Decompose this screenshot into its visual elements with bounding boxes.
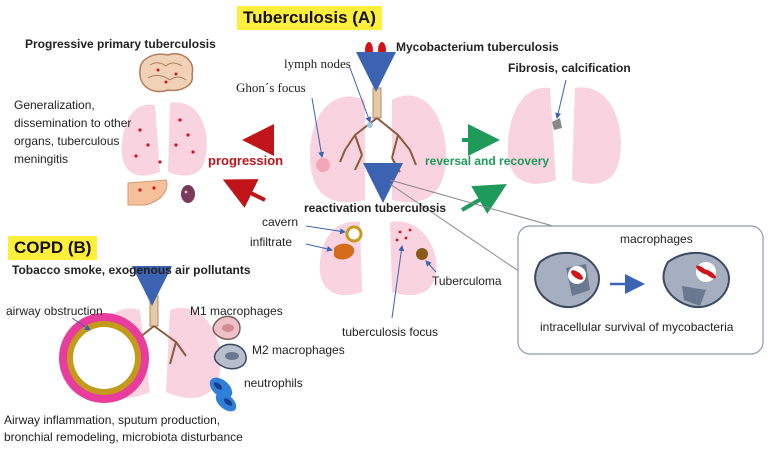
connector-line-upper bbox=[389, 179, 561, 229]
fibrosis-label: Fibrosis, calcification bbox=[508, 61, 631, 75]
macrophage-cell-left bbox=[534, 252, 600, 309]
neutrophil-icon bbox=[209, 377, 237, 412]
kidney-icon bbox=[181, 185, 195, 203]
progressive-lungs bbox=[121, 102, 207, 176]
liver-icon bbox=[127, 179, 168, 206]
copd-title: COPD (B) bbox=[8, 236, 98, 260]
central-lungs bbox=[309, 87, 447, 203]
tobacco-label: Tobacco smoke, exogenous air pollutants bbox=[12, 263, 251, 277]
ghon-focus-label: Ghon´s focus bbox=[236, 80, 306, 95]
airway-obstruction-label: airway obstruction bbox=[6, 304, 103, 318]
macrophages-label: macrophages bbox=[620, 232, 693, 246]
airway-inflammation-label: Airway inflammation, sputum production, … bbox=[4, 413, 243, 444]
mycobacterium-rods bbox=[365, 42, 386, 58]
m2-macrophages-label: M2 macrophages bbox=[252, 343, 345, 357]
reactivation-label: reactivation tuberculosis bbox=[304, 201, 447, 215]
reactivation-lungs bbox=[319, 221, 437, 296]
airway-cross-section bbox=[59, 313, 149, 403]
mycobacterium-label: Mycobacterium tuberculosis bbox=[396, 40, 559, 54]
fibrosis-lungs bbox=[507, 79, 621, 184]
infiltrate-label: infiltrate bbox=[250, 235, 293, 249]
m1-macrophage-icon bbox=[212, 315, 241, 341]
generalization-label: Generalization, dissemination to other o… bbox=[14, 98, 132, 166]
connector-line-lower bbox=[389, 183, 521, 273]
brain-icon bbox=[139, 53, 194, 93]
tb-title: Tuberculosis (A) bbox=[237, 6, 382, 30]
macrophage-cell-right bbox=[662, 252, 730, 309]
neutrophils-label: neutrophils bbox=[244, 376, 303, 390]
reversal-label: reversal and recovery bbox=[425, 154, 550, 168]
progression-arrow-lower bbox=[222, 179, 266, 208]
progressive-primary-label: Progressive primary tuberculosis bbox=[25, 37, 216, 51]
reversal-arrow-lower bbox=[460, 183, 507, 214]
intracellular-label: intracellular survival of mycobacteria bbox=[540, 320, 734, 334]
tuberculoma-label: Tuberculoma bbox=[432, 274, 502, 288]
m2-macrophage-icon bbox=[213, 343, 247, 370]
lymph-nodes-label: lymph nodes bbox=[284, 56, 351, 71]
tb-focus-label: tuberculosis focus bbox=[342, 325, 439, 339]
cavern-label: cavern bbox=[262, 215, 299, 229]
m1-macrophages-label: M1 macrophages bbox=[190, 304, 283, 318]
progression-label: progression bbox=[208, 153, 284, 168]
